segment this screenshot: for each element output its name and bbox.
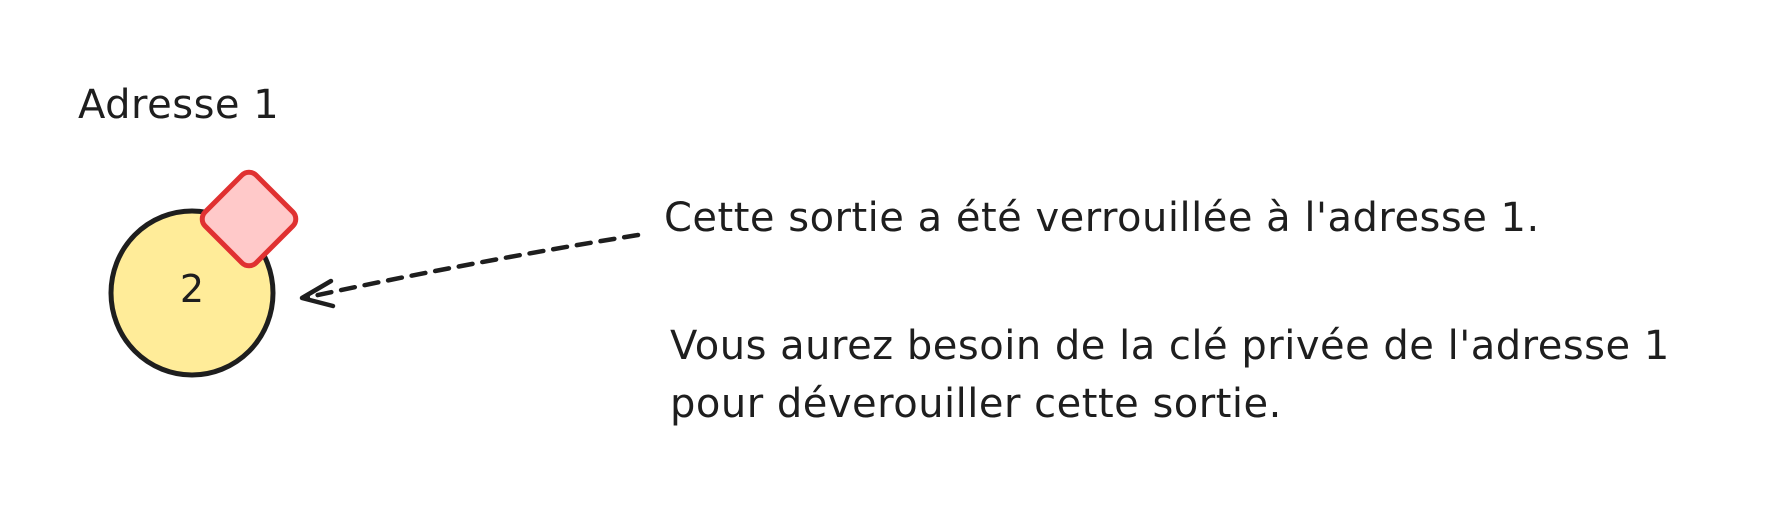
coin-value: 2 (179, 267, 205, 311)
dashed-arrow (299, 232, 641, 309)
note-locked: Cette sortie a été verrouillée à l'adres… (664, 195, 1540, 241)
note-unlock: Vous aurez besoin de la clé privée de l'… (670, 317, 1670, 433)
lock-diamond (199, 169, 299, 269)
note-unlock-line-2: pour déverouiller cette sortie. (670, 381, 1282, 427)
address-label: Adresse 1 (78, 82, 280, 128)
note-unlock-line-1: Vous aurez besoin de la clé privée de l'… (670, 323, 1670, 369)
